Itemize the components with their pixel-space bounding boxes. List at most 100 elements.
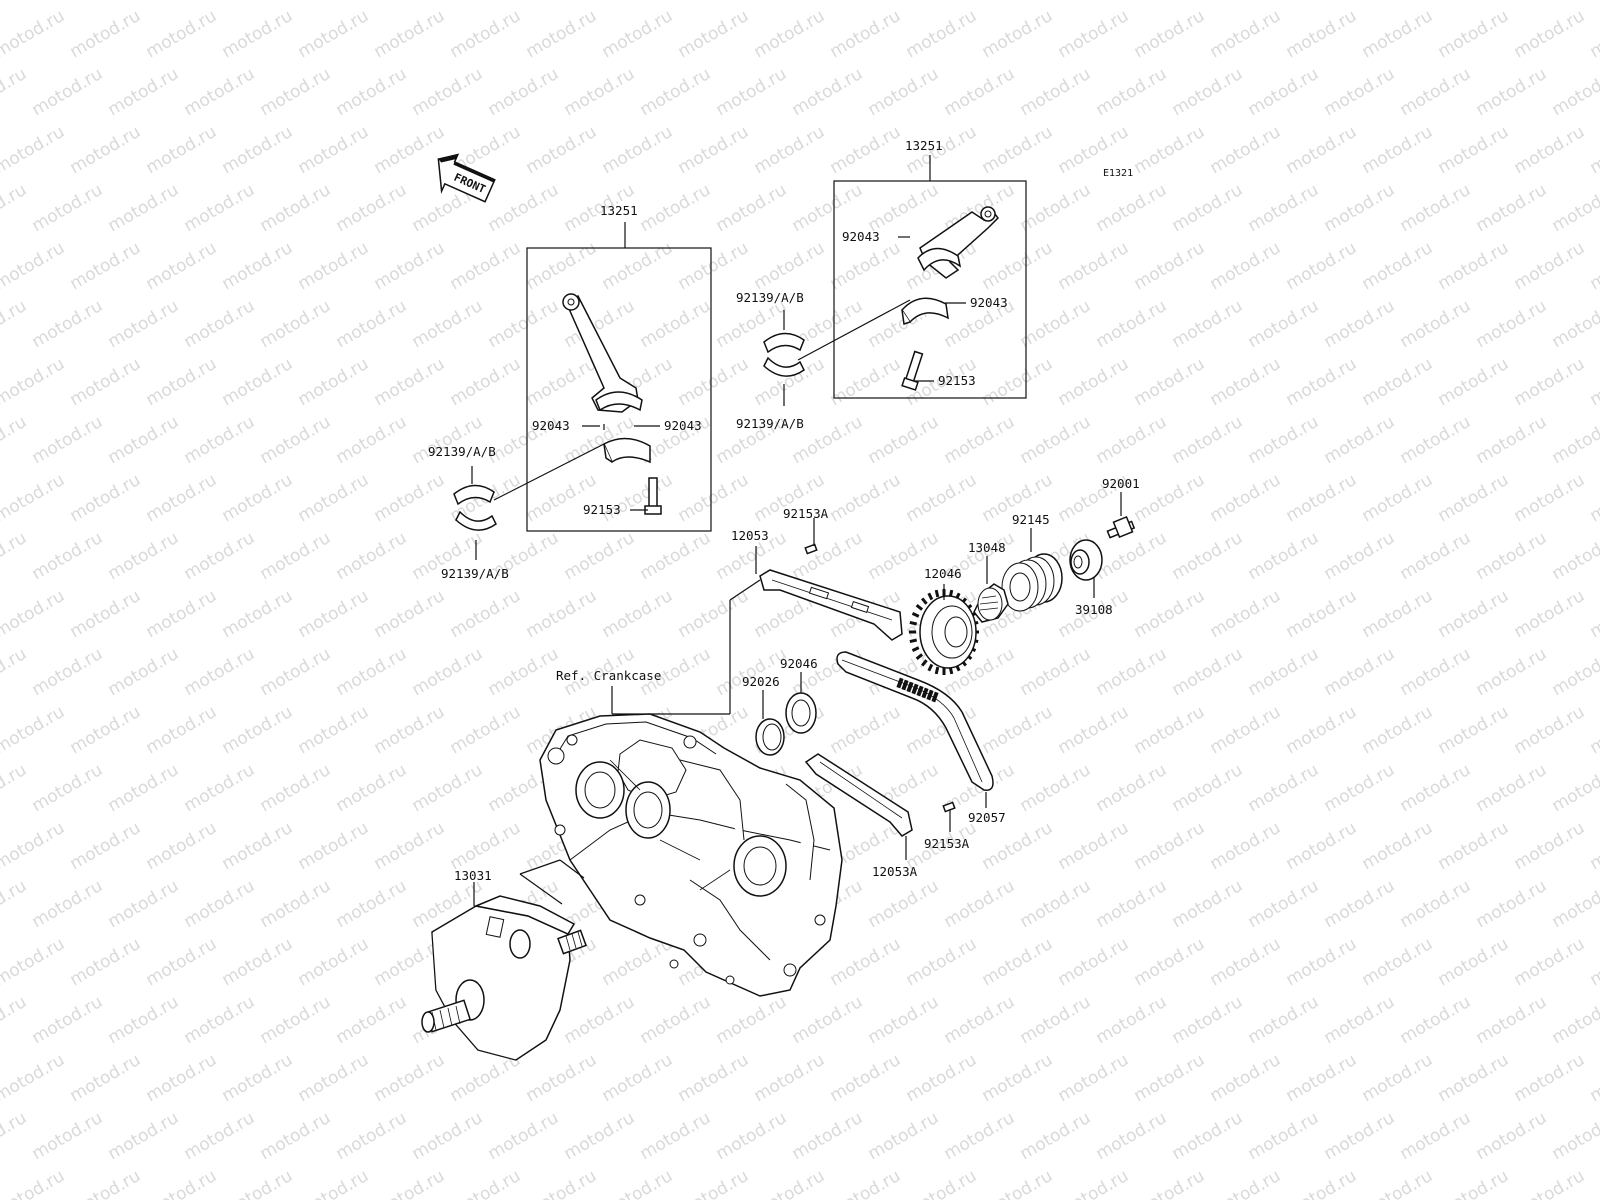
watermark-text: motod.ru (1245, 64, 1323, 120)
watermark-text: motod.ru (0, 1166, 68, 1200)
watermark-text: motod.ru (1093, 64, 1171, 120)
ring-92046: 92046 (780, 656, 818, 734)
label-13251-left: 13251 (600, 203, 638, 218)
watermark-text: motod.ru (295, 238, 373, 294)
watermark-text: motod.ru (713, 1108, 791, 1164)
watermark-text: motod.ru (105, 0, 183, 4)
watermark-text: motod.ru (371, 354, 449, 410)
watermark-text: motod.ru (1131, 122, 1209, 178)
label-92001: 92001 (1102, 476, 1140, 491)
watermark-text: motod.ru (105, 760, 183, 816)
label-92153A-bottom: 92153A (924, 836, 970, 851)
gear-tooth (934, 589, 940, 598)
watermark-text: motod.ru (409, 412, 487, 468)
watermark-text: motod.ru (713, 64, 791, 120)
watermark-text: motod.ru (941, 64, 1019, 120)
watermark-text: motod.ru (1359, 586, 1437, 642)
watermark-text: motod.ru (1587, 818, 1600, 874)
watermark-text: motod.ru (333, 1108, 411, 1164)
watermark-text: motod.ru (105, 180, 183, 236)
chain-link (906, 681, 914, 693)
watermark-text: motod.ru (257, 180, 335, 236)
watermark-text: motod.ru (827, 470, 905, 526)
watermark-text: motod.ru (257, 1108, 335, 1164)
crank-shaft-end-right (557, 929, 587, 955)
watermark-text: motod.ru (1321, 412, 1399, 468)
label-92043-left-b: 92043 (664, 418, 702, 433)
watermark-text: motod.ru (447, 702, 525, 758)
watermark-text: motod.ru (333, 412, 411, 468)
watermark-text: motod.ru (865, 64, 943, 120)
watermark-text: motod.ru (295, 1166, 373, 1200)
watermark-text: motod.ru (599, 470, 677, 526)
watermark-text: motod.ru (1245, 644, 1323, 700)
watermark-text: motod.ru (1397, 876, 1475, 932)
watermark-text: motod.ru (599, 122, 677, 178)
watermark-text: motod.ru (1207, 122, 1285, 178)
watermark-text: motod.ru (1283, 702, 1361, 758)
watermark-text: motod.ru (675, 1050, 753, 1106)
watermark-text: motod.ru (1587, 702, 1600, 758)
watermark-text: motod.ru (105, 992, 183, 1048)
watermark-text: motod.ru (789, 528, 867, 584)
watermark-text: motod.ru (0, 412, 30, 468)
watermark-text: motod.ru (0, 64, 30, 120)
watermark-text: motod.ru (409, 760, 487, 816)
watermark-text: motod.ru (1549, 296, 1600, 352)
chain-link (931, 691, 939, 703)
watermark-text: motod.ru (1321, 64, 1399, 120)
watermark-text: motod.ru (143, 702, 221, 758)
watermark-text: motod.ru (1055, 354, 1133, 410)
watermark-text: motod.ru (1473, 644, 1551, 700)
watermark-text: motod.ru (1169, 876, 1247, 932)
watermark-text: motod.ru (105, 876, 183, 932)
watermark-text: motod.ru (181, 412, 259, 468)
gear-tooth (911, 611, 920, 618)
watermark-text: motod.ru (1359, 122, 1437, 178)
watermark-text: motod.ru (1169, 180, 1247, 236)
watermark-text: motod.ru (181, 296, 259, 352)
watermark-text: motod.ru (1017, 412, 1095, 468)
watermark-text: motod.ru (1511, 934, 1589, 990)
watermark-text: motod.ru (827, 1050, 905, 1106)
watermark-text: motod.ru (1435, 6, 1513, 62)
watermark-text: motod.ru (1169, 992, 1247, 1048)
watermark-text: motod.ru (0, 876, 30, 932)
watermark-text: motod.ru (1549, 1108, 1600, 1164)
watermark-text: motod.ru (903, 1050, 981, 1106)
watermark-text: motod.ru (409, 296, 487, 352)
watermark-text: motod.ru (637, 180, 715, 236)
watermark-text: motod.ru (599, 1166, 677, 1200)
gear-tooth (911, 646, 920, 653)
watermark-text: motod.ru (1131, 238, 1209, 294)
watermark-text: motod.ru (523, 1166, 601, 1200)
watermark-text: motod.ru (1169, 528, 1247, 584)
watermark-text: motod.ru (599, 6, 677, 62)
watermark-text: motod.ru (0, 992, 30, 1048)
connecting-rod-right (917, 206, 999, 279)
bolt-92153A-bottom: 92153A (924, 801, 970, 851)
watermark-text: motod.ru (371, 238, 449, 294)
watermark-text: motod.ru (675, 122, 753, 178)
watermark-text: motod.ru (865, 992, 943, 1048)
watermark-text: motod.ru (67, 1050, 145, 1106)
ring-92026: 92026 (742, 674, 785, 756)
watermark-text: motod.ru (1435, 702, 1513, 758)
watermark-text: motod.ru (637, 0, 715, 4)
watermark-text: motod.ru (637, 1108, 715, 1164)
watermark-text: motod.ru (105, 528, 183, 584)
watermark-text: motod.ru (219, 6, 297, 62)
label-12053A: 12053A (872, 864, 918, 879)
watermark-text: motod.ru (67, 702, 145, 758)
watermark-text: motod.ru (143, 1166, 221, 1200)
watermark-text: motod.ru (979, 702, 1057, 758)
watermark-text: motod.ru (371, 586, 449, 642)
watermark-text: motod.ru (0, 238, 68, 294)
watermark-text: motod.ru (1435, 238, 1513, 294)
watermark-text: motod.ru (1017, 0, 1095, 4)
crank-shaft-end-left (421, 979, 485, 1033)
watermark-text: motod.ru (1169, 296, 1247, 352)
watermark-text: motod.ru (371, 702, 449, 758)
watermark-text: motod.ru (1245, 528, 1323, 584)
